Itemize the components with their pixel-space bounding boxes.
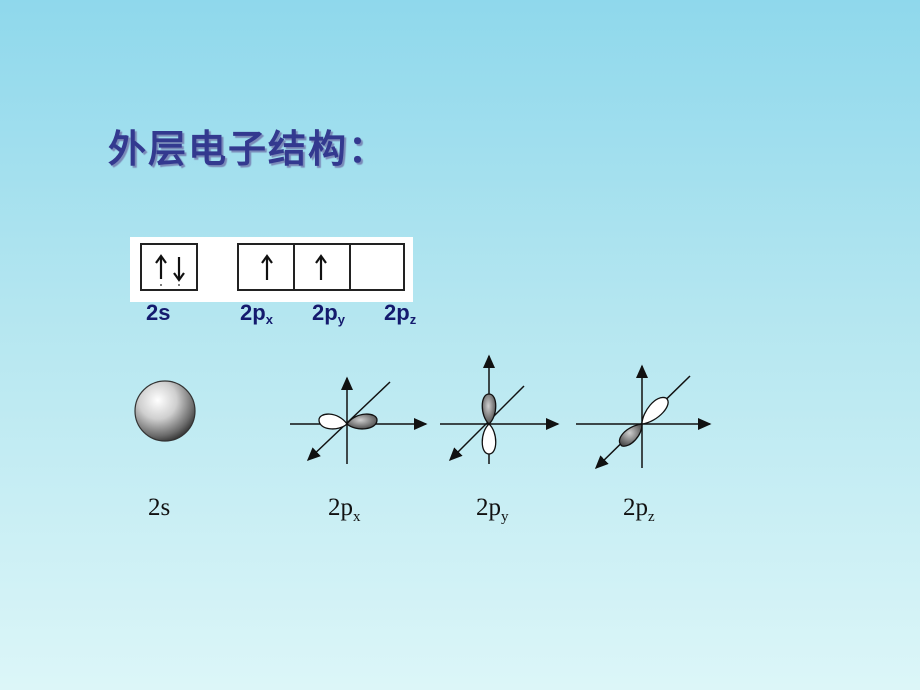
spin-up-arrow	[315, 254, 327, 280]
box-label-main: 2p	[240, 300, 266, 325]
box-2py	[293, 243, 351, 291]
orbital-label-2s: 2s	[148, 494, 170, 522]
2s-orbital-sphere	[134, 380, 196, 442]
box-label-main: 2p	[384, 300, 410, 325]
orbital-box-diagram	[130, 237, 413, 302]
box-label-2s-text: 2s	[146, 300, 171, 325]
2py-orbital-diagram	[440, 354, 560, 464]
orbital-label-main: 2p	[328, 494, 353, 521]
lobe-negative	[641, 396, 669, 425]
spin-down-arrow	[173, 257, 185, 282]
orbital-label-main: 2s	[148, 494, 171, 521]
spin-up-arrow	[261, 254, 273, 280]
box-label-sub: x	[265, 312, 273, 327]
spin-up-arrow	[155, 254, 167, 279]
box-label-2pz: 2pz	[384, 300, 416, 327]
orbital-label-2px: 2px	[328, 494, 361, 526]
lobe-positive	[618, 423, 643, 447]
box-label-2px: 2px	[240, 300, 273, 327]
lobe-negative	[481, 423, 497, 455]
orbital-label-main: 2p	[476, 494, 501, 521]
2px-orbital-diagram	[290, 376, 428, 464]
orbital-label-2pz: 2pz	[623, 494, 655, 526]
lobe-positive	[346, 413, 378, 430]
orbital-label-sub: x	[353, 509, 361, 525]
box-label-2s: 2s	[146, 300, 170, 326]
orbital-label-sub: z	[648, 509, 655, 525]
slide-title: 外层电子结构：	[108, 127, 389, 171]
orbital-label-2py: 2py	[476, 494, 509, 526]
box-2pz	[349, 243, 405, 291]
box-2px	[237, 243, 295, 291]
box-label-main: 2p	[312, 300, 338, 325]
orbital-label-main: 2p	[623, 494, 648, 521]
box-label-2py: 2py	[312, 300, 345, 327]
box-2s	[140, 243, 198, 291]
lobe-negative	[318, 413, 348, 430]
orbital-label-sub: y	[501, 509, 509, 525]
lobe-positive	[481, 393, 497, 425]
box-label-sub: y	[337, 312, 345, 327]
2pz-orbital-diagram	[576, 364, 712, 470]
box-label-sub: z	[409, 312, 417, 327]
